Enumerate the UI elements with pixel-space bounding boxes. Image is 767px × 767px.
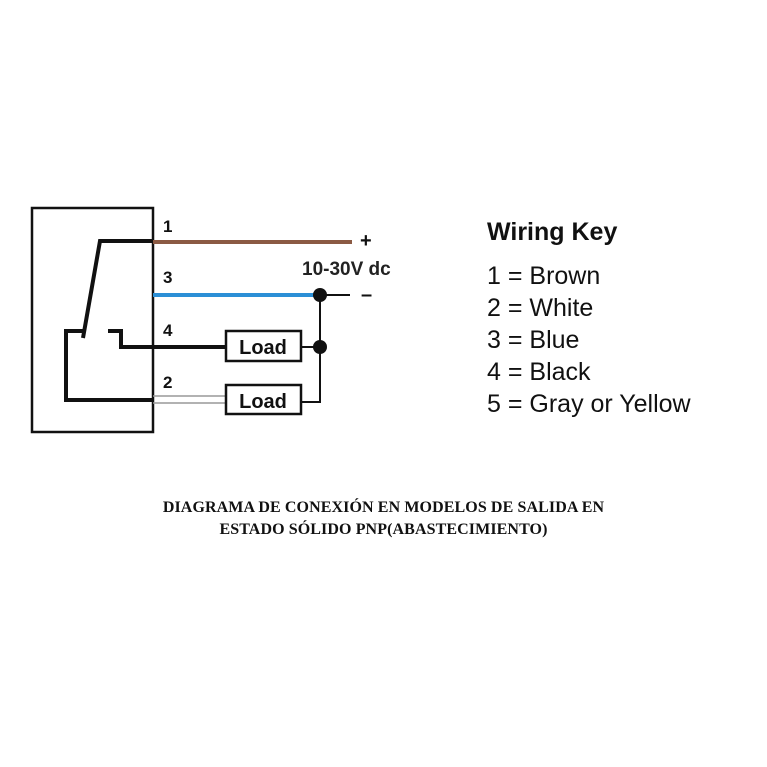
- wiring-key-item: 4 = Black: [487, 358, 591, 386]
- caption-line-2: ESTADO SÓLIDO PNP(ABASTECIMIENTO): [219, 521, 548, 538]
- load-label-1: Load: [239, 337, 287, 359]
- positive-terminal-label: +: [360, 230, 372, 252]
- pin-label-4: 4: [163, 321, 173, 340]
- pin-label-1: 1: [163, 217, 172, 236]
- wiring-key-item: 5 = Gray or Yellow: [487, 390, 691, 418]
- pin-label-2: 2: [163, 373, 172, 392]
- wiring-key-item: 2 = White: [487, 294, 594, 322]
- switch-common-path: [64, 329, 153, 402]
- load-box-2: [224, 383, 303, 416]
- pin-label-3: 3: [163, 268, 172, 287]
- junction-dot-negative: [313, 288, 327, 302]
- caption-line-1: DIAGRAMA DE CONEXIÓN EN MODELOS DE SALID…: [162, 499, 605, 516]
- switch-output-contact: [108, 329, 153, 349]
- switch-arm: [81, 239, 153, 339]
- wiring-key-title: Wiring Key: [487, 218, 618, 246]
- junction-dot-load: [313, 340, 327, 354]
- load-label-2: Load: [239, 391, 287, 413]
- return-bus: [301, 295, 321, 403]
- sensor-housing: [30, 206, 155, 434]
- negative-terminal-label: –: [361, 284, 372, 306]
- wiring-key-item: 3 = Blue: [487, 326, 580, 354]
- wiring-key: Wiring Key 1 = Brown 2 = White 3 = Blue …: [487, 216, 691, 420]
- supply-voltage-label: 10-30V dc: [302, 259, 391, 280]
- wiring-key-item: 1 = Brown: [487, 262, 601, 290]
- diagram-caption: DIAGRAMA DE CONEXIÓN EN MODELOS DE SALID…: [0, 497, 767, 541]
